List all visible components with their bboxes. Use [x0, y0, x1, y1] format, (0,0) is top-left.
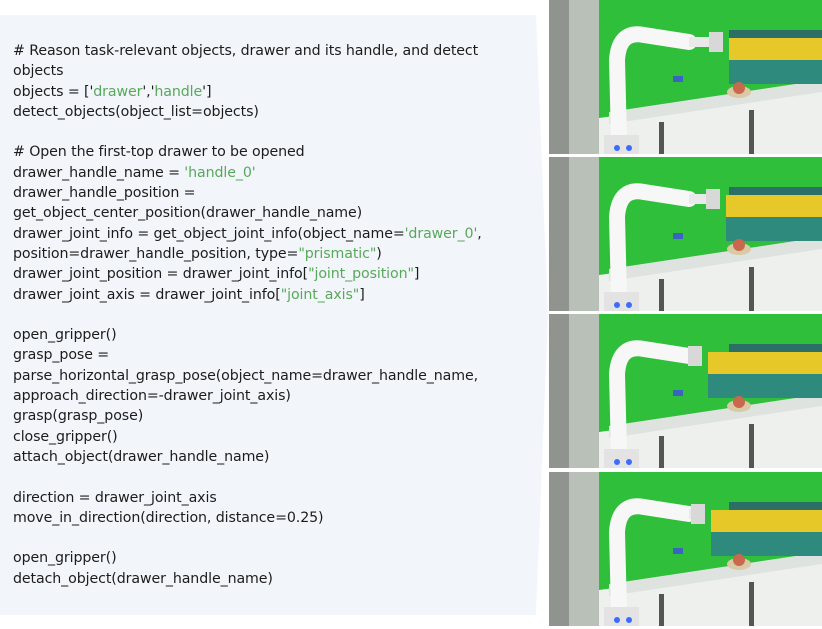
code-line: detach_object(drawer_handle_name): [13, 569, 482, 589]
code-line: open_gripper(): [13, 325, 482, 345]
code-line: open_gripper(): [13, 548, 482, 568]
code-line: detect_objects(object_list=objects): [13, 102, 482, 122]
code-token: grasp(grasp_pose): [13, 408, 144, 425]
code-block: # Reason task-relevant objects, drawer a…: [13, 41, 482, 589]
code-line: objects: [13, 61, 482, 81]
code-line: close_gripper(): [13, 427, 482, 447]
code-token: objects: [13, 63, 64, 80]
code-token: objects = [': [13, 83, 94, 100]
string-literal: 'handle_0': [184, 164, 256, 181]
code-token: close_gripper(): [13, 428, 118, 445]
code-line: drawer_handle_position =: [13, 183, 482, 203]
robot-photo: [549, 472, 822, 626]
code-token: position=drawer_handle_position, type=: [13, 245, 299, 262]
string-literal: "joint_position": [308, 266, 414, 283]
code-line: parse_horizontal_grasp_pose(object_name=…: [13, 366, 482, 386]
code-token: parse_horizontal_grasp_pose(object_name=…: [13, 367, 478, 384]
string-literal: handle: [154, 83, 203, 100]
code-line: direction = drawer_joint_axis: [13, 488, 482, 508]
code-token: ): [376, 245, 382, 262]
code-line: grasp(grasp_pose): [13, 406, 482, 426]
code-token: # Open the first-top drawer to be opened: [13, 144, 305, 161]
string-literal: "prismatic": [298, 245, 377, 262]
panel-arrow: [536, 15, 548, 615]
code-token: # Reason task-relevant objects, drawer a…: [13, 43, 479, 59]
robot-photo: [549, 314, 822, 468]
code-token: move_in_direction(direction, distance=0.…: [13, 509, 324, 526]
code-line: objects = ['drawer','handle']: [13, 82, 482, 102]
code-token: ]: [359, 286, 365, 303]
code-line: drawer_joint_info = get_object_joint_inf…: [13, 224, 482, 244]
string-literal: drawer: [93, 83, 143, 100]
string-literal: "joint_axis": [280, 286, 360, 303]
code-line: grasp_pose =: [13, 345, 482, 365]
code-line: drawer_joint_axis = drawer_joint_info["j…: [13, 285, 482, 305]
robot-photo-sequence: [549, 0, 822, 629]
code-token: open_gripper(): [13, 550, 117, 567]
robot-photo: [549, 157, 822, 311]
code-token: ,: [477, 225, 482, 242]
code-line: get_object_center_position(drawer_handle…: [13, 203, 482, 223]
code-line: [13, 122, 482, 142]
code-token: ']: [202, 83, 212, 100]
code-line: [13, 467, 482, 487]
code-token: ]: [413, 266, 420, 283]
code-line: # Open the first-top drawer to be opened: [13, 142, 482, 162]
code-token: drawer_handle_name =: [13, 164, 185, 181]
code-line: attach_object(drawer_handle_name): [13, 447, 482, 467]
code-panel: [0, 15, 536, 615]
code-token: detach_object(drawer_handle_name): [13, 570, 273, 587]
code-token: get_object_center_position(drawer_handle…: [13, 205, 363, 222]
code-token: direction = drawer_joint_axis: [13, 489, 217, 506]
code-line: [13, 528, 482, 548]
code-token: open_gripper(): [13, 327, 117, 344]
code-line: [13, 305, 482, 325]
code-token: detect_objects(object_list=objects): [13, 103, 259, 120]
code-token: drawer_joint_axis = drawer_joint_info[: [13, 286, 281, 303]
code-line: move_in_direction(direction, distance=0.…: [13, 508, 482, 528]
code-token: drawer_joint_info = get_object_joint_inf…: [13, 225, 405, 242]
code-line: approach_direction=-drawer_joint_axis): [13, 386, 482, 406]
code-token: attach_object(drawer_handle_name): [13, 448, 270, 465]
code-token: drawer_joint_position = drawer_joint_inf…: [13, 266, 309, 283]
code-token: drawer_handle_position =: [13, 185, 196, 202]
code-line: drawer_joint_position = drawer_joint_inf…: [13, 264, 482, 284]
string-literal: 'drawer_0': [404, 225, 478, 242]
code-token: ',': [142, 83, 155, 100]
code-line: position=drawer_handle_position, type="p…: [13, 244, 482, 264]
code-token: approach_direction=-drawer_joint_axis): [13, 388, 291, 405]
code-token: grasp_pose =: [13, 347, 110, 364]
code-line: # Reason task-relevant objects, drawer a…: [13, 41, 482, 61]
robot-photo: [549, 0, 822, 154]
code-line: drawer_handle_name = 'handle_0': [13, 163, 482, 183]
